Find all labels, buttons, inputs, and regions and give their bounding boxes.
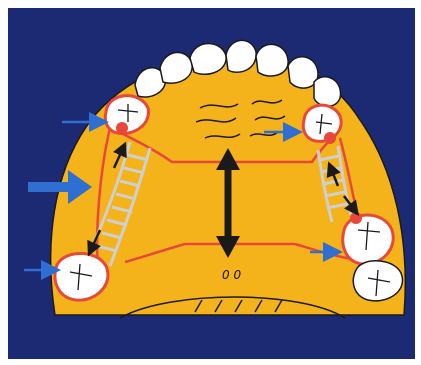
right-last-molar: [353, 261, 402, 301]
diagram-label: 0 0: [222, 268, 241, 282]
left-posterior-abutment: [55, 253, 108, 300]
